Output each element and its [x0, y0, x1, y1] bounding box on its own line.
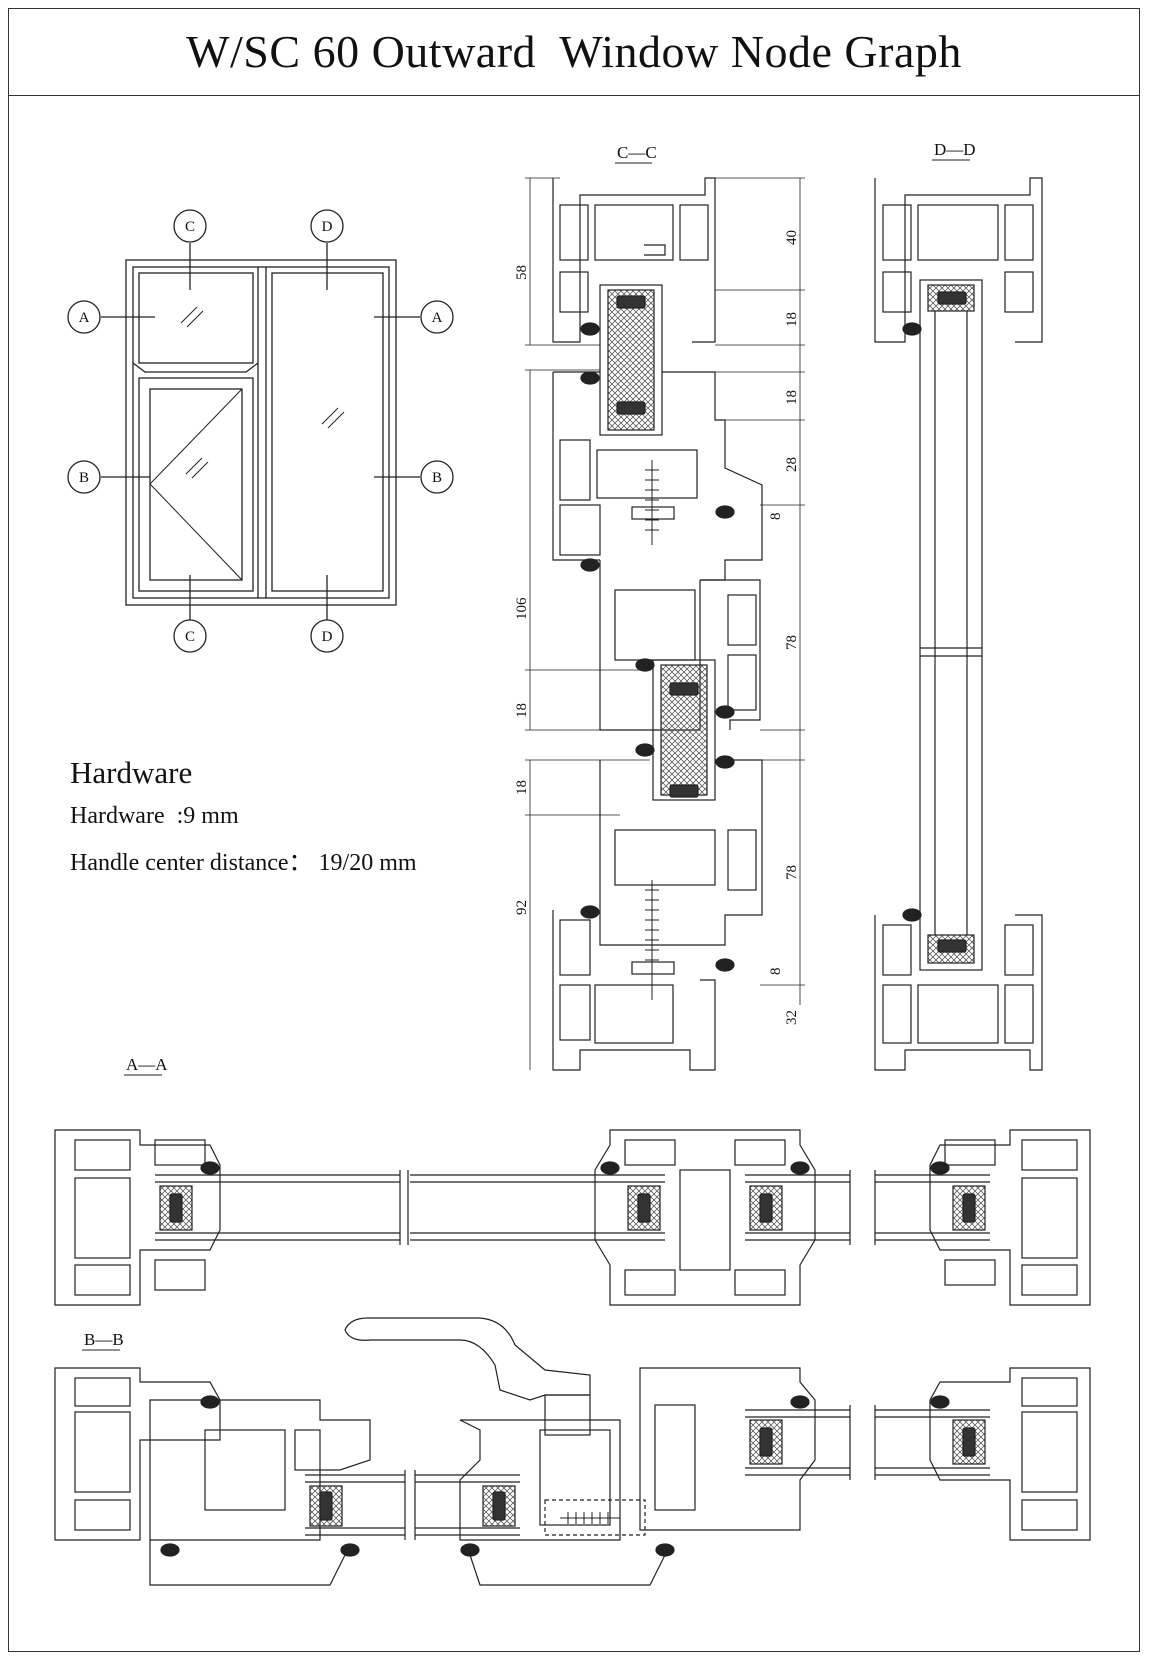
dimensions-cc: 58 106 18 18 92 40 18 18 28 8 78 78 8 32	[514, 230, 800, 1025]
drawing-sheet-border	[8, 8, 1140, 1652]
section-label-cc: C—C	[617, 143, 657, 162]
dim-8a: 8	[768, 513, 784, 521]
section-label-dd: D—D	[934, 140, 976, 159]
hardware-info: Hardware Hardware :9 mm Handle center di…	[70, 755, 417, 889]
dim-78b: 78	[784, 865, 800, 880]
section-label-aa: A—A	[126, 1055, 168, 1074]
marker-d-bottom: D	[322, 629, 333, 645]
dim-28: 28	[784, 457, 800, 472]
marker-c-bottom: C	[185, 629, 195, 645]
dim-18d: 18	[784, 390, 800, 405]
handle-shape	[344, 1317, 591, 1401]
marker-c-top: C	[185, 219, 195, 235]
dim-78a: 78	[784, 635, 800, 650]
handle-distance-line: Handle center distance： 19/20 mm	[70, 850, 417, 876]
marker-a-right: A	[432, 310, 443, 326]
section-bb	[54, 1317, 1091, 1586]
dim-40: 40	[784, 230, 800, 245]
dim-18a: 18	[514, 703, 530, 718]
dim-58: 58	[514, 265, 530, 280]
marker-b-right: B	[432, 470, 442, 486]
dim-8b: 8	[768, 968, 784, 976]
title-bar: W/SC 60 Outward Window Node Graph	[8, 8, 1140, 96]
section-cc	[525, 177, 805, 1071]
section-label-bb: B—B	[84, 1330, 124, 1349]
dim-32: 32	[784, 1010, 800, 1025]
dim-18b: 18	[514, 780, 530, 795]
dim-106: 106	[514, 597, 530, 620]
marker-d-top: D	[322, 219, 333, 235]
marker-b-left: B	[79, 470, 89, 486]
hardware-size-line: Hardware :9 mm	[70, 803, 239, 829]
section-labels: C—C D—D A—A B—B	[82, 140, 976, 1351]
dim-92: 92	[514, 900, 530, 915]
elevation-markers: C D C D A A B B	[79, 219, 443, 645]
window-elevation	[67, 209, 454, 653]
marker-a-left: A	[79, 310, 90, 326]
dim-18c: 18	[784, 312, 800, 327]
page-title: W/SC 60 Outward Window Node Graph	[186, 26, 962, 77]
section-aa	[54, 1129, 1091, 1306]
hardware-heading: Hardware	[70, 755, 193, 790]
section-dd	[874, 177, 1043, 1071]
